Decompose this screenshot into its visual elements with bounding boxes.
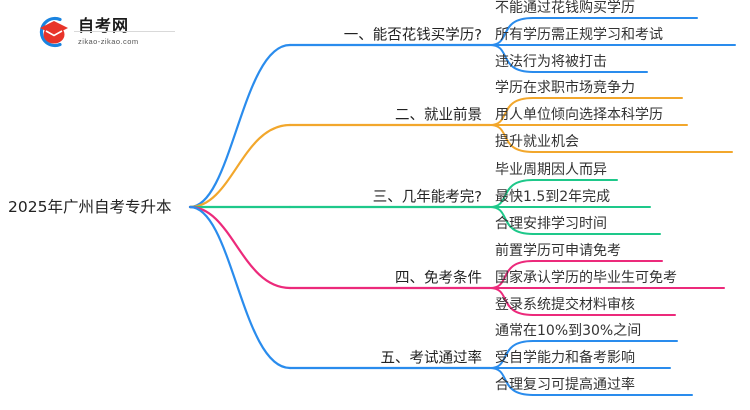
mindmap-leaf-node[interactable]: 提升就业机会 xyxy=(495,134,579,150)
mindmap-root-title: 2025年广州自考专升本 xyxy=(8,198,172,216)
mindmap-branch-node[interactable]: 二、就业前景 xyxy=(395,107,482,124)
logo-name-cn: 自考网 xyxy=(78,16,130,36)
mindmap-branch-node[interactable]: 四、免考条件 xyxy=(395,270,482,287)
connector-line xyxy=(188,205,292,370)
mindmap-leaf-node[interactable]: 不能通过花钱购买学历 xyxy=(495,0,635,16)
connector-line xyxy=(489,367,534,396)
connector-line xyxy=(188,43,292,209)
mindmap-branch-node[interactable]: 一、能否花钱买学历? xyxy=(343,27,482,44)
connector-line xyxy=(489,287,534,316)
mindmap-leaf-node[interactable]: 国家承认学历的毕业生可免考 xyxy=(495,270,677,286)
site-logo: 自考网 zikao-zikao.com xyxy=(30,12,175,52)
logo-domain-text: zikao-zikao.com xyxy=(78,36,139,46)
mindmap-leaf-node[interactable]: 用人单位倾向选择本科学历 xyxy=(495,107,663,123)
connector-line xyxy=(188,123,292,209)
mindmap-leaf-node[interactable]: 合理安排学习时间 xyxy=(495,216,607,232)
logo-divider xyxy=(74,31,175,32)
mindmap-leaf-node[interactable]: 毕业周期因人而异 xyxy=(495,162,607,178)
mindmap-leaf-node[interactable]: 所有学历需正规学习和考试 xyxy=(495,27,663,43)
mindmap-leaf-node[interactable]: 通常在10%到30%之间 xyxy=(495,323,642,339)
mindmap-leaf-node[interactable]: 最快1.5到2年完成 xyxy=(495,189,611,205)
connector-line xyxy=(489,44,534,73)
mindmap-leaf-node[interactable]: 登录系统提交材料审核 xyxy=(495,297,635,313)
mindmap-leaf-node[interactable]: 受自学能力和备考影响 xyxy=(495,350,635,366)
logo-wordmark: 自考网 zikao-zikao.com xyxy=(78,16,139,46)
connector-line xyxy=(489,206,534,235)
connector-line xyxy=(188,205,292,290)
mindmap-leaf-node[interactable]: 学历在求职市场竞争力 xyxy=(495,80,635,96)
mindmap-leaf-node[interactable]: 前置学历可申请免考 xyxy=(495,243,621,259)
mindmap-branch-node[interactable]: 三、几年能考完? xyxy=(372,189,482,206)
mindmap-leaf-node[interactable]: 合理复习可提高通过率 xyxy=(495,377,635,393)
graduation-cap-icon xyxy=(30,13,74,51)
mindmap-branch-node[interactable]: 五、考试通过率 xyxy=(380,350,483,367)
mindmap-leaf-node[interactable]: 违法行为将被打击 xyxy=(495,54,607,70)
logo-mark-svg xyxy=(39,16,68,48)
connector-line xyxy=(489,124,534,153)
